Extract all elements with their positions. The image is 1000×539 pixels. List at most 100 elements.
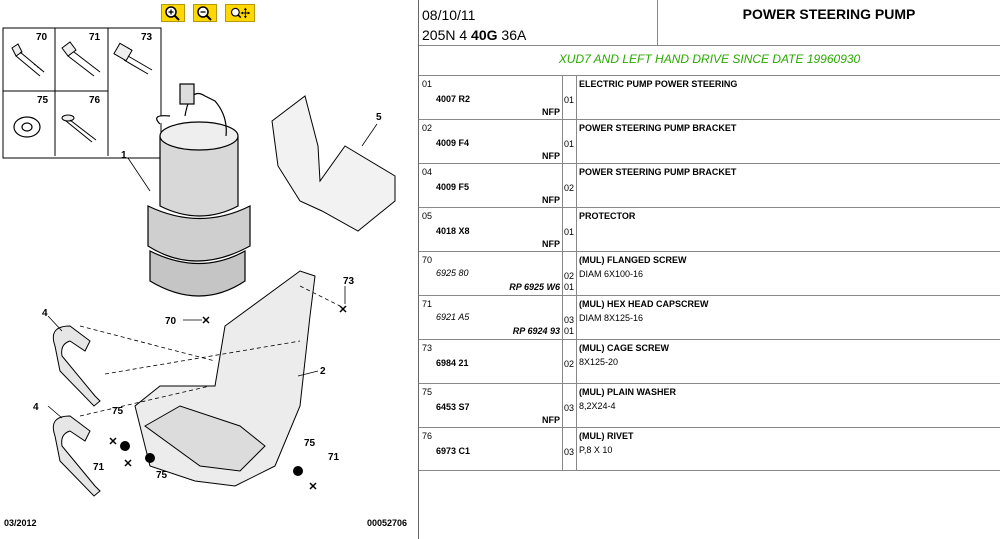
header-date: 08/10/11 [422,7,476,23]
part-description: (MUL) PLAIN WASHER [579,387,676,397]
page-title: POWER STEERING PUMP [742,6,916,22]
row-index: 04 [422,167,433,177]
part-reference[interactable]: 6453 S7 [436,402,470,412]
part-reference[interactable]: 4009 F4 [436,138,470,148]
part-reference[interactable]: 6973 C1 [436,446,471,456]
row-index: 70 [422,255,433,265]
inset-label-75: 75 [37,95,49,106]
header-divider [657,0,658,46]
part-quantity: 03 [564,447,575,457]
row-index: 05 [422,211,433,221]
callout-2: 2 [320,366,326,377]
column-divider [576,164,577,207]
replacement-quantity: 01 [564,282,575,292]
part-reference[interactable]: 4007 R2 [436,94,471,104]
part-description: POWER STEERING PUMP BRACKET [579,167,737,177]
callout-71-right: 71 [328,452,340,463]
diagram-panel: 70 71 73 75 76 [0,0,418,539]
inset-label-76: 76 [89,95,101,106]
model-suffix: 36A [501,27,527,43]
callout-1: 1 [121,150,127,161]
column-divider [562,164,563,207]
part-specification: DIAM 8X125-16 [579,313,644,323]
column-divider [562,208,563,251]
part-description: (MUL) HEX HEAD CAPSCREW [579,299,709,309]
column-divider [562,340,563,383]
nfp-flag: NFP [542,239,560,249]
part-reference[interactable]: 6984 21 [436,358,469,368]
diagram-footer-code: 00052706 [367,518,408,528]
electric-pump-drawing [147,83,251,297]
row-index: 73 [422,343,433,353]
model-bold: 40G [471,27,498,43]
inset-label-71: 71 [89,32,101,43]
part-reference[interactable]: 6921 A5 [436,312,470,322]
row-index: 75 [422,387,433,397]
part-quantity: 03 [564,315,575,325]
replacement-reference[interactable]: RP 6925 W6 [509,282,560,292]
diagram-footer-date: 03/2012 [4,518,37,528]
part-description: PROTECTOR [579,211,636,221]
callout-75-right: 75 [304,438,316,449]
flanged-screw-drawing [11,43,45,77]
inset-label-73: 73 [141,32,153,43]
row-index: 71 [422,299,433,309]
zoom-pan-button[interactable] [225,4,255,22]
callout-4-upper: 4 [42,308,48,319]
part-quantity: 01 [564,139,575,149]
panel-divider [418,0,419,539]
column-divider [576,296,577,339]
zoom-in-button[interactable] [161,4,185,22]
row-index: 02 [422,123,433,133]
cage-screw-drawing [113,42,153,75]
part-reference[interactable]: 4018 X8 [436,226,470,236]
callout-4-lower: 4 [33,402,39,413]
parts-list-panel: 08/10/11 205N 4 40G 36A POWER STEERING P… [419,0,1000,539]
row-index: 01 [422,79,433,89]
part-description: (MUL) CAGE SCREW [579,343,669,353]
part-specification: DIAM 6X100-16 [579,269,644,279]
applicability-subtitle: XUD7 AND LEFT HAND DRIVE SINCE DATE 1996… [558,52,861,66]
column-divider [562,428,563,471]
zoom-out-icon [197,6,212,21]
part-description: ELECTRIC PUMP POWER STEERING [579,79,738,89]
part-quantity: 01 [564,227,575,237]
exploded-parts-diagram: 70 71 73 75 76 [2,27,396,497]
part-specification: 8X125-20 [579,357,619,367]
column-divider [576,120,577,163]
callout-75-mid: 75 [156,470,168,481]
callout-75-left-upper: 75 [112,406,124,417]
part-quantity: 02 [564,359,575,369]
pump-bracket-drawing [134,270,316,487]
part-reference[interactable]: 4009 F5 [436,182,470,192]
inset-label-70: 70 [36,32,48,43]
column-divider [562,76,563,119]
nfp-flag: NFP [542,151,560,161]
nfp-flag: NFP [542,415,560,425]
part-quantity: 01 [564,95,575,105]
callout-70: 70 [165,316,177,327]
part-description: (MUL) RIVET [579,431,634,441]
replacement-reference[interactable]: RP 6924 93 [512,326,560,336]
zoom-out-button[interactable] [193,4,217,22]
column-divider [576,428,577,471]
model-prefix: 205N 4 [422,27,468,43]
part-specification: 8,2X24-4 [579,401,616,411]
nfp-flag: NFP [542,195,560,205]
clip-bracket-upper [52,325,101,407]
rivet-drawing [61,114,97,143]
part-reference[interactable]: 6925 80 [436,268,469,278]
zoom-in-icon [165,6,180,21]
column-divider [562,120,563,163]
column-divider [576,76,577,119]
